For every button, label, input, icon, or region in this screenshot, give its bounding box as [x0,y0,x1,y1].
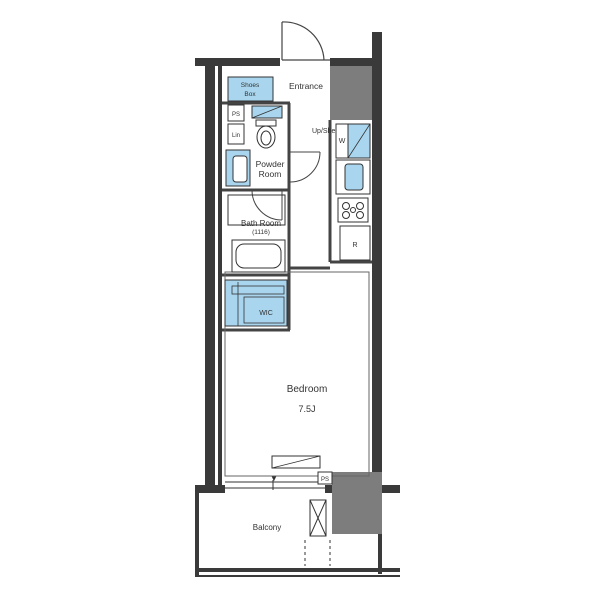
balcony-bottom-wall-2 [195,575,400,577]
ps-bottom-label: PS [321,477,329,483]
shoes-box [227,76,274,102]
bath-room-label-2: (1116) [252,229,270,236]
left-wall-inner-line2 [218,60,222,490]
evacuation-hatch [309,499,327,537]
bedroom-size: 7.5J [298,404,315,414]
wic-label: WIC [259,310,273,317]
powder-room-label-2: Room [259,169,282,179]
balcony-dashed-lines [304,540,331,566]
top-wall-left [195,58,280,66]
left-wall-inner-line [215,60,218,490]
linen-label: Lin [232,133,240,139]
shaft-top [330,66,372,120]
ps-top-label: PS [232,112,240,118]
wic-inner [243,296,285,324]
refrigerator [339,225,371,261]
shoes-box-label-2: Box [244,91,256,98]
balcony-bottom-wall [195,568,400,572]
left-wall [205,60,215,490]
refrigerator-label: R [352,242,357,249]
powder-sink-diag [251,105,283,119]
up-shelf-label: Up/She [312,128,335,135]
washer-label: W [339,138,346,145]
stove-icon [337,197,369,223]
top-wall-right [330,58,380,66]
shaft-bottom [332,472,382,534]
ps-top-box [227,104,245,122]
kitchen-sink [344,163,364,191]
bedroom-label: Bedroom [287,384,328,395]
partitions [222,101,372,332]
entry-arrow-icon: ▼ [270,474,278,483]
entrance-label: Entrance [289,81,323,91]
walls [195,32,400,577]
balcony-label: Balcony [253,523,281,532]
bedroom-inner-line [224,271,370,477]
powder-room-door[interactable] [289,151,321,183]
washer-diag [347,123,371,159]
shoes-box-label-1: Shoes [241,82,260,89]
powder-counter-basin [232,155,248,183]
bath-room-label-1: Bath Room [241,219,281,228]
balcony-right-wall [378,534,382,574]
ps-bottom-box [317,471,333,485]
entrance-door[interactable] [281,21,330,61]
right-wall [372,32,382,472]
toilet-icon [255,119,277,149]
powder-room-label-1: Powder [256,159,285,169]
balcony-window[interactable] [225,480,325,490]
linen-box [227,123,245,145]
balcony-left-wall [195,493,199,575]
bottom-wall-left [195,485,225,493]
bathtub-icon [231,239,286,273]
wic-rail-1 [231,285,285,295]
bath-room-area [227,194,286,226]
